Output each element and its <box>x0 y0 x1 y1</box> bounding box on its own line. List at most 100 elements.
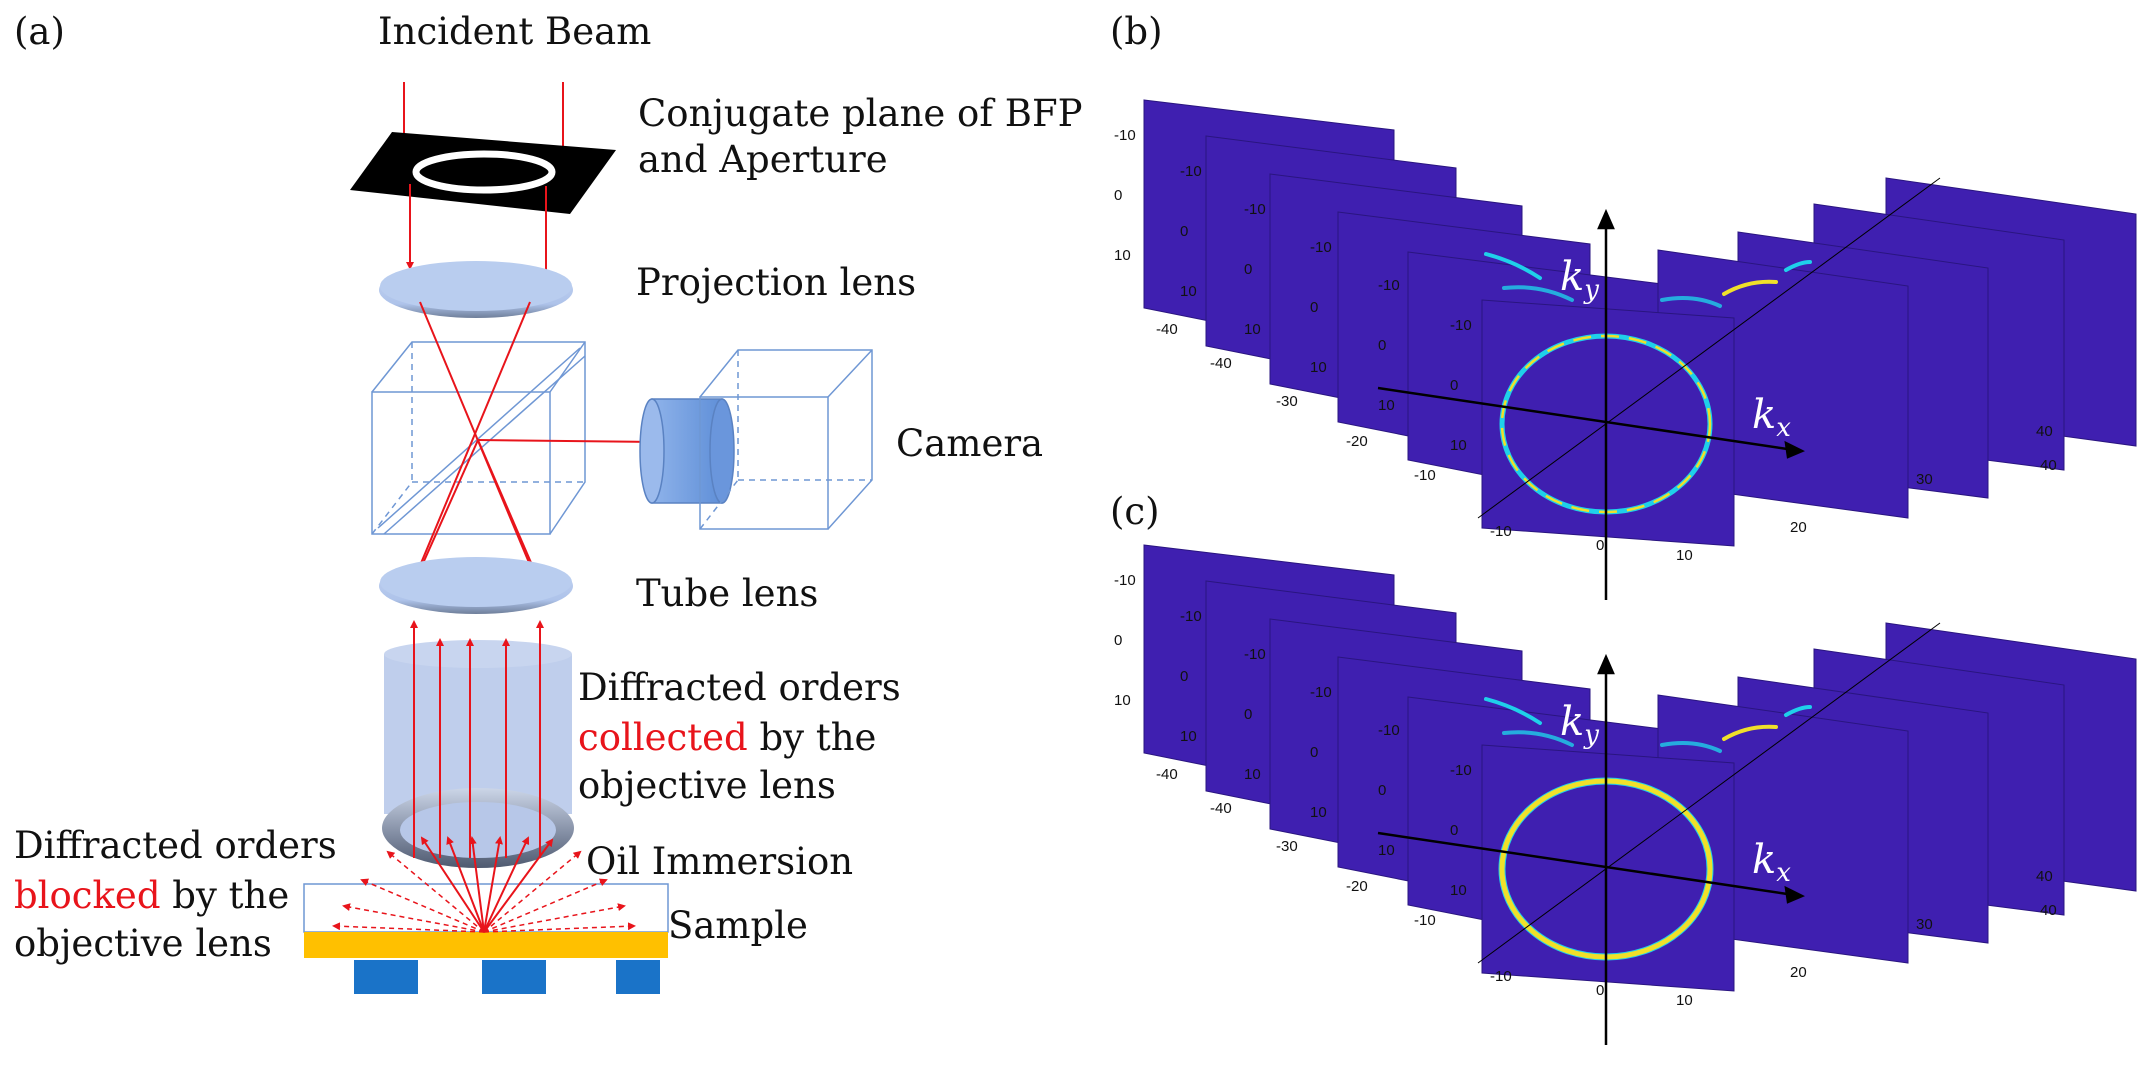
oil-immersion-label: Oil Immersion <box>586 840 853 883</box>
y-tick: -10 <box>1450 317 1472 334</box>
y-tick: 10 <box>1114 692 1131 709</box>
arc-4 <box>1660 741 1722 753</box>
collected-label-line3: objective lens <box>578 764 836 807</box>
kx-arrowhead <box>1784 440 1805 459</box>
x-tick: -20 <box>1346 878 1368 895</box>
aperture-plane <box>350 132 616 214</box>
panel-label-b: (b) <box>1110 10 1163 53</box>
x-tick: -10 <box>1490 523 1512 540</box>
kspace-axes <box>1377 177 1941 600</box>
blocked-rest: by the <box>161 874 290 917</box>
incident-beam-label: Incident Beam <box>378 10 651 53</box>
projection-lens-top <box>380 261 572 311</box>
annular-aperture-ring <box>412 150 556 194</box>
x-tick: -20 <box>1346 433 1368 450</box>
crossing-beams <box>410 301 658 590</box>
arc-1 <box>1484 252 1542 280</box>
y-tick: 0 <box>1244 261 1252 278</box>
tube-lens-label: Tube lens <box>636 572 818 615</box>
y-tick: 0 <box>1378 782 1386 799</box>
kspace-plot-c: kxky-10010-10010-10010-10010-10010-10010… <box>1114 544 2137 1045</box>
kx-axis <box>1377 831 1795 897</box>
y-tick: -10 <box>1180 608 1202 625</box>
conjugate-plane-label-line1: Conjugate plane of BFP <box>638 92 1083 135</box>
x-tick: 30 <box>1916 471 1933 488</box>
sample-gold-layer <box>304 932 668 958</box>
x-tick: 30 <box>1916 916 1933 933</box>
y-tick: 10 <box>1180 283 1197 300</box>
kx-label: kx <box>1752 392 1791 443</box>
y-tick: 10 <box>1378 842 1395 859</box>
ky-subscript: y <box>1583 720 1599 750</box>
y-tick: 10 <box>1450 882 1467 899</box>
blocked-highlight: blocked <box>14 874 161 917</box>
kspace-plot-b: kxky-10010-10010-10010-10010-10010-10010… <box>1114 99 2137 600</box>
panel-label-a: (a) <box>14 10 65 53</box>
x-tick: -10 <box>1490 968 1512 985</box>
beam-splitter-cube <box>371 341 586 535</box>
y-tick: 0 <box>1180 223 1188 240</box>
y-tick: 10 <box>1180 728 1197 745</box>
y-tick: -10 <box>1310 239 1332 256</box>
arc-3 <box>1722 724 1778 741</box>
camera-label: Camera <box>896 422 1043 465</box>
y-tick: -10 <box>1114 127 1136 144</box>
blocked-label-line3: objective lens <box>14 922 272 965</box>
x-tick: -40 <box>1156 766 1178 783</box>
tube-lens-top <box>380 557 572 607</box>
x-tick: -40 <box>1156 321 1178 338</box>
projection-lens-label: Projection lens <box>636 261 916 304</box>
x-tick: 0 <box>1596 982 1604 999</box>
camera <box>639 349 873 530</box>
x-tick: 20 <box>1790 964 1807 981</box>
blocked-label-line1: Diffracted orders <box>14 824 337 867</box>
kx-arrowhead <box>1784 885 1805 904</box>
sample-to-objective-rays <box>420 836 554 933</box>
x-tick: -10 <box>1414 912 1436 929</box>
arc-5 <box>1784 260 1812 272</box>
y-tick: 0 <box>1450 377 1458 394</box>
ky-arrowhead <box>1597 208 1615 230</box>
x-tick: 40 <box>2040 457 2057 474</box>
blocked-rays <box>332 850 636 933</box>
tick-labels: -10010-10010-10010-10010-10010-10010-40-… <box>1114 572 2057 1009</box>
objective-lens <box>382 640 574 868</box>
y-tick: -10 <box>1244 201 1266 218</box>
y-tick: 0 <box>1310 299 1318 316</box>
x-tick: -30 <box>1276 393 1298 410</box>
y-tick: -10 <box>1450 762 1472 779</box>
collected-highlight: collected <box>578 716 748 759</box>
diagonal-axis <box>1477 177 1941 519</box>
y-tick: -10 <box>1378 722 1400 739</box>
arc-5 <box>1784 705 1812 717</box>
collected-label-line2: collected by the <box>578 716 876 759</box>
sample-label: Sample <box>668 904 808 947</box>
arc-2 <box>1502 285 1574 302</box>
kx-axis <box>1377 386 1795 452</box>
y-tick: 10 <box>1310 359 1327 376</box>
collected-rest: by the <box>748 716 877 759</box>
panel-label-c: (c) <box>1110 490 1160 533</box>
arc-2 <box>1502 730 1574 747</box>
kx-subscript: x <box>1776 413 1791 443</box>
y-tick: 10 <box>1244 321 1261 338</box>
y-tick: -10 <box>1310 684 1332 701</box>
substrate-block-2 <box>482 960 546 994</box>
x-tick: -30 <box>1276 838 1298 855</box>
blocked-label-line2: blocked by the <box>14 874 289 917</box>
y-tick: 0 <box>1310 744 1318 761</box>
collected-orders <box>410 620 544 858</box>
ky-arrowhead <box>1597 653 1615 675</box>
arc-1 <box>1484 697 1542 725</box>
ring-arcs <box>1484 697 1812 753</box>
x-tick: -40 <box>1210 355 1232 372</box>
arc-3 <box>1722 279 1778 296</box>
y-tick: 0 <box>1180 668 1188 685</box>
y-tick: 0 <box>1450 822 1458 839</box>
ky-subscript: y <box>1583 275 1599 305</box>
x-tick: 20 <box>1790 519 1807 536</box>
y-tick: 10 <box>1114 247 1131 264</box>
y-tick: 10 <box>1310 804 1327 821</box>
